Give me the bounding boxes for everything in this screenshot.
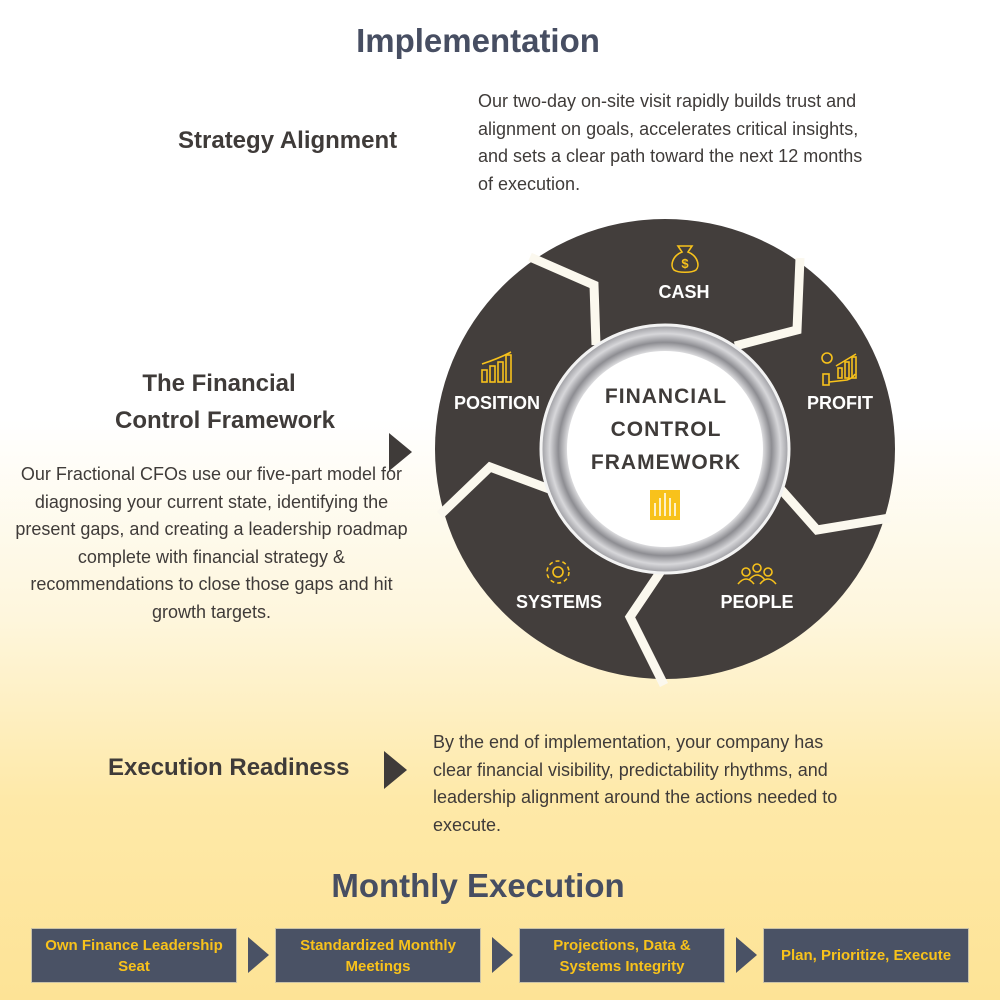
gear-icon bbox=[546, 560, 570, 584]
segment-label-cash: CASH bbox=[658, 282, 709, 302]
segment-divider bbox=[528, 252, 601, 346]
page-title: Implementation bbox=[356, 22, 600, 59]
framework-text: Our Fractional CFOs use our five-part mo… bbox=[15, 464, 408, 622]
framework-heading: The Financial Control Framework bbox=[60, 365, 390, 439]
bar-chart-icon bbox=[481, 351, 512, 383]
execution-text: By the end of implementation, your compa… bbox=[433, 732, 838, 835]
step-own-finance-seat: Own Finance Leadership Seat bbox=[31, 928, 237, 983]
svg-text:$: $ bbox=[681, 256, 689, 271]
segment-label-people: PEOPLE bbox=[720, 592, 793, 612]
strategy-text: Our two-day on-site visit rapidly builds… bbox=[478, 91, 863, 194]
execution-arrow-icon bbox=[384, 751, 407, 789]
segment-divider bbox=[774, 483, 891, 535]
center-label-line3: FRAMEWORK bbox=[591, 451, 741, 474]
segment-label-position: POSITION bbox=[454, 393, 540, 413]
step-plan-prioritize: Plan, Prioritize, Execute bbox=[763, 928, 969, 983]
segment-label-systems: SYSTEMS bbox=[516, 592, 602, 612]
execution-heading: Execution Readiness bbox=[108, 754, 350, 781]
monthly-title: Monthly Execution bbox=[331, 867, 625, 904]
segment-label-profit: PROFIT bbox=[807, 393, 873, 413]
step-arrow-icon bbox=[492, 937, 513, 973]
strategy-heading: Strategy Alignment bbox=[178, 127, 398, 154]
step-monthly-meetings: Standardized Monthly Meetings bbox=[275, 928, 481, 983]
people-icon bbox=[737, 563, 777, 585]
framework-arrow-icon bbox=[389, 433, 412, 471]
center-disc bbox=[567, 351, 763, 547]
step-arrow-icon bbox=[736, 937, 757, 973]
segment-divider bbox=[624, 562, 669, 688]
segment-divider bbox=[436, 461, 554, 519]
company-logo-icon bbox=[650, 490, 680, 520]
center-label-line2: CONTROL bbox=[611, 418, 722, 441]
center-label-line1: FINANCIAL bbox=[605, 385, 727, 408]
profit-growth-icon bbox=[821, 352, 857, 386]
step-arrow-icon bbox=[248, 937, 269, 973]
money-bag-icon: $ bbox=[671, 245, 699, 274]
segment-divider bbox=[733, 257, 805, 351]
framework-heading-line2: Control Framework bbox=[114, 407, 336, 434]
framework-heading-line1: The Financial bbox=[142, 370, 296, 397]
step-projections-data: Projections, Data & Systems Integrity bbox=[519, 928, 725, 983]
